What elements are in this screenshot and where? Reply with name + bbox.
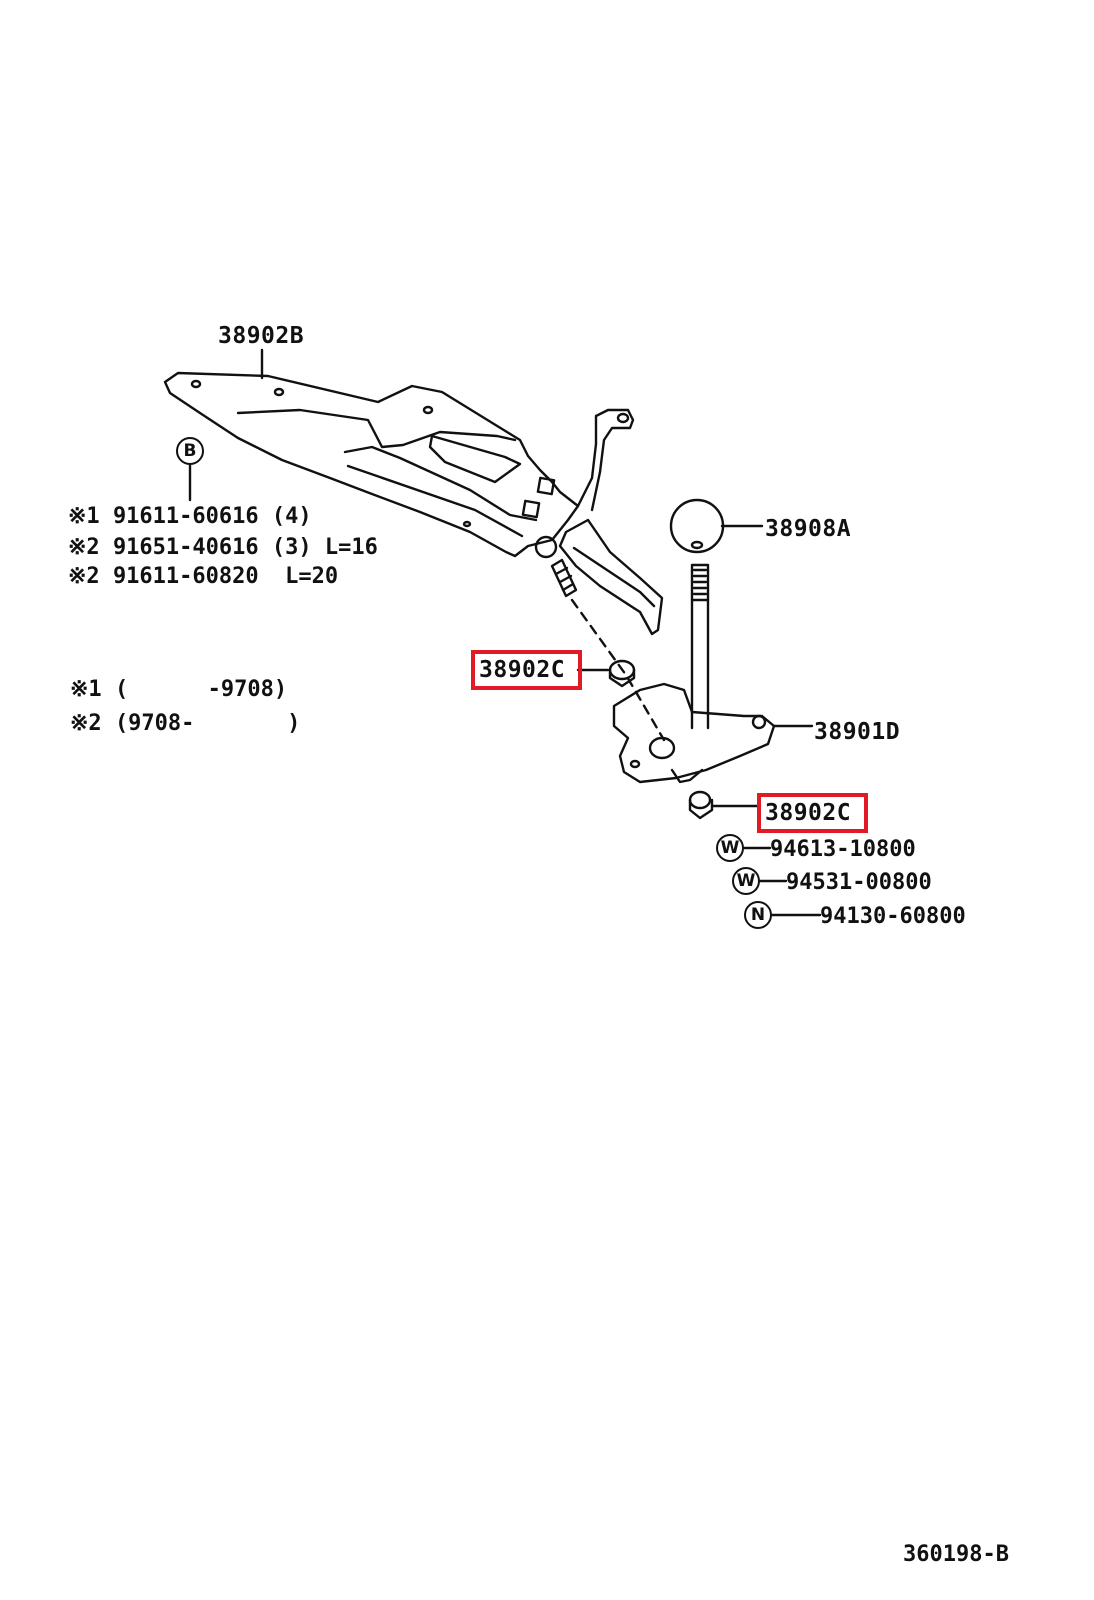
bracket-38902b <box>163 371 664 636</box>
lever-38901d <box>612 563 776 784</box>
hardware-part-number: 94613-10800 <box>770 837 916 862</box>
label-38901d: 38901D <box>814 719 901 745</box>
hardware-part-number: 94130-60800 <box>820 904 966 929</box>
washer-symbol: W <box>732 867 760 895</box>
bolt-row: ※1 91611-60616 (4) <box>68 506 312 528</box>
bolt-spec: L=16 <box>324 535 378 560</box>
date-note-range: ( -9708) <box>114 677 288 702</box>
bolt-qty: (3) <box>271 535 312 560</box>
highlight-box-lower <box>757 793 868 833</box>
label-38902c-lower: 38902C <box>765 800 852 826</box>
date-note: ※2 (9708- ) <box>70 713 300 735</box>
bolt-row: ※2 91651-40616 (3) L=16 <box>68 537 378 559</box>
nut-symbol: N <box>744 901 772 929</box>
bolt-mark: ※2 <box>68 535 100 560</box>
bolt-mark: ※1 <box>68 504 100 529</box>
bushing-upper <box>608 659 636 688</box>
washer-symbol: W <box>716 834 744 862</box>
bushing-lower <box>688 790 714 820</box>
highlight-box-upper <box>471 650 582 690</box>
bolt-part-number: 91611-60820 <box>112 564 259 589</box>
bolt-spec: L=20 <box>285 564 339 589</box>
label-38902c-upper: 38902C <box>479 657 566 683</box>
date-note-mark: ※2 <box>70 711 102 736</box>
callout-b-symbol: B <box>176 437 204 465</box>
bolt-mark: ※2 <box>68 564 100 589</box>
date-note-range: (9708- ) <box>114 711 301 736</box>
bolt-row: ※2 91611-60820 L=20 <box>68 566 338 588</box>
bolt-part-number: 91651-40616 <box>112 535 259 560</box>
date-note-mark: ※1 <box>70 677 102 702</box>
knob-38908a <box>669 498 725 554</box>
assembly-guide-line <box>570 598 666 742</box>
bolt-part-number: 91611-60616 <box>112 504 259 529</box>
hardware-part-number: 94531-00800 <box>786 870 932 895</box>
label-38908a: 38908A <box>765 516 852 542</box>
date-note: ※1 ( -9708) <box>70 679 287 701</box>
bolt-qty: (4) <box>271 504 312 529</box>
label-38902b: 38902B <box>218 323 305 349</box>
diagram-id: 360198-B <box>903 1542 1009 1567</box>
